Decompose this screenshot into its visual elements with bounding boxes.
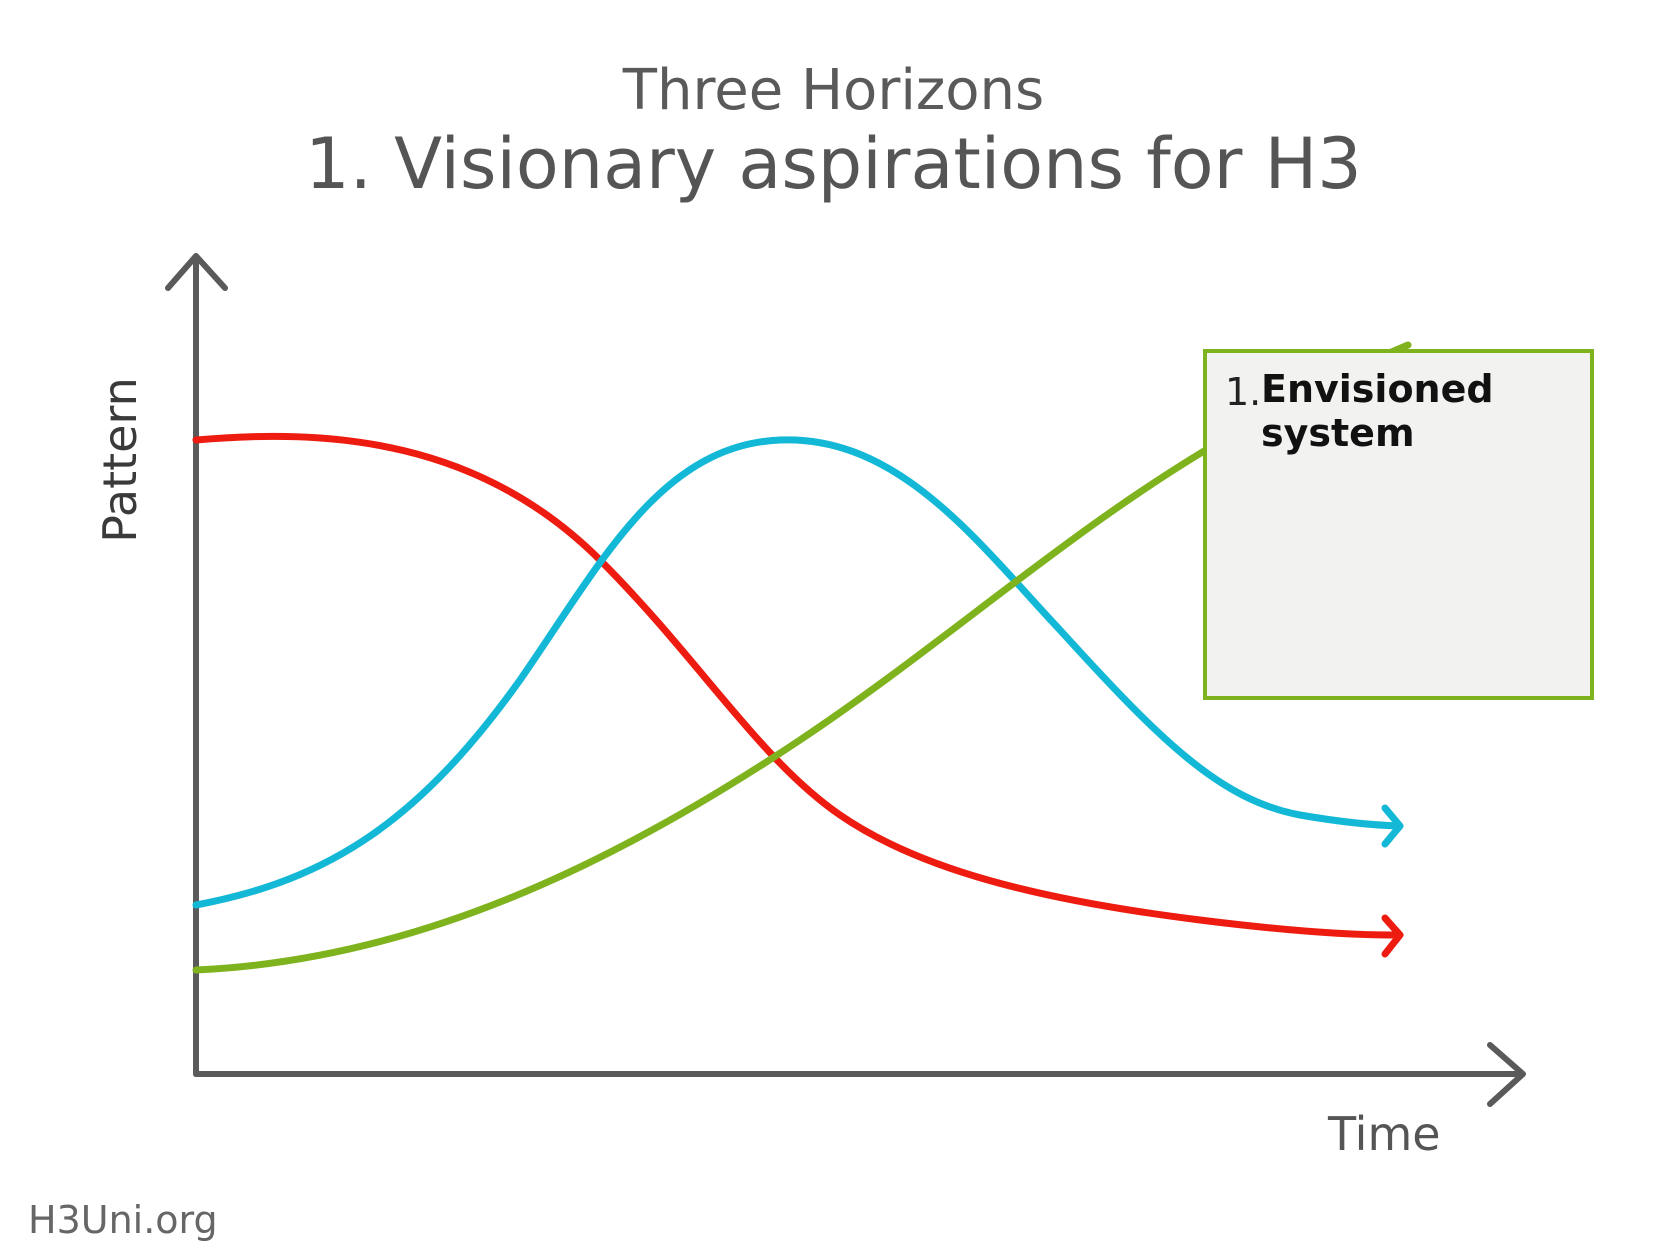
x-axis-arrowhead	[1487, 1042, 1526, 1107]
site-footer: H3Uni.org	[28, 1198, 218, 1242]
page-subtitle: 1. Visionary aspirations for H3	[305, 123, 1362, 205]
callout-number: 1.	[1225, 370, 1262, 414]
y-axis-label: Pattern	[93, 377, 147, 543]
x-axis-label: Time	[1328, 1107, 1441, 1161]
horizon-2-arrowhead	[1381, 804, 1404, 848]
horizon-1-curve	[192, 432, 1396, 939]
horizon-1-arrowhead	[1381, 914, 1404, 958]
callout-text: Envisioned system	[1261, 367, 1494, 455]
y-axis-arrowhead	[165, 253, 228, 291]
page-title: Three Horizons	[622, 58, 1045, 123]
horizon-2-curve	[192, 436, 1402, 909]
title-block: Three Horizons 1. Visionary aspirations …	[0, 58, 1667, 204]
envisioned-system-callout: 1. Envisioned system	[1203, 349, 1594, 700]
